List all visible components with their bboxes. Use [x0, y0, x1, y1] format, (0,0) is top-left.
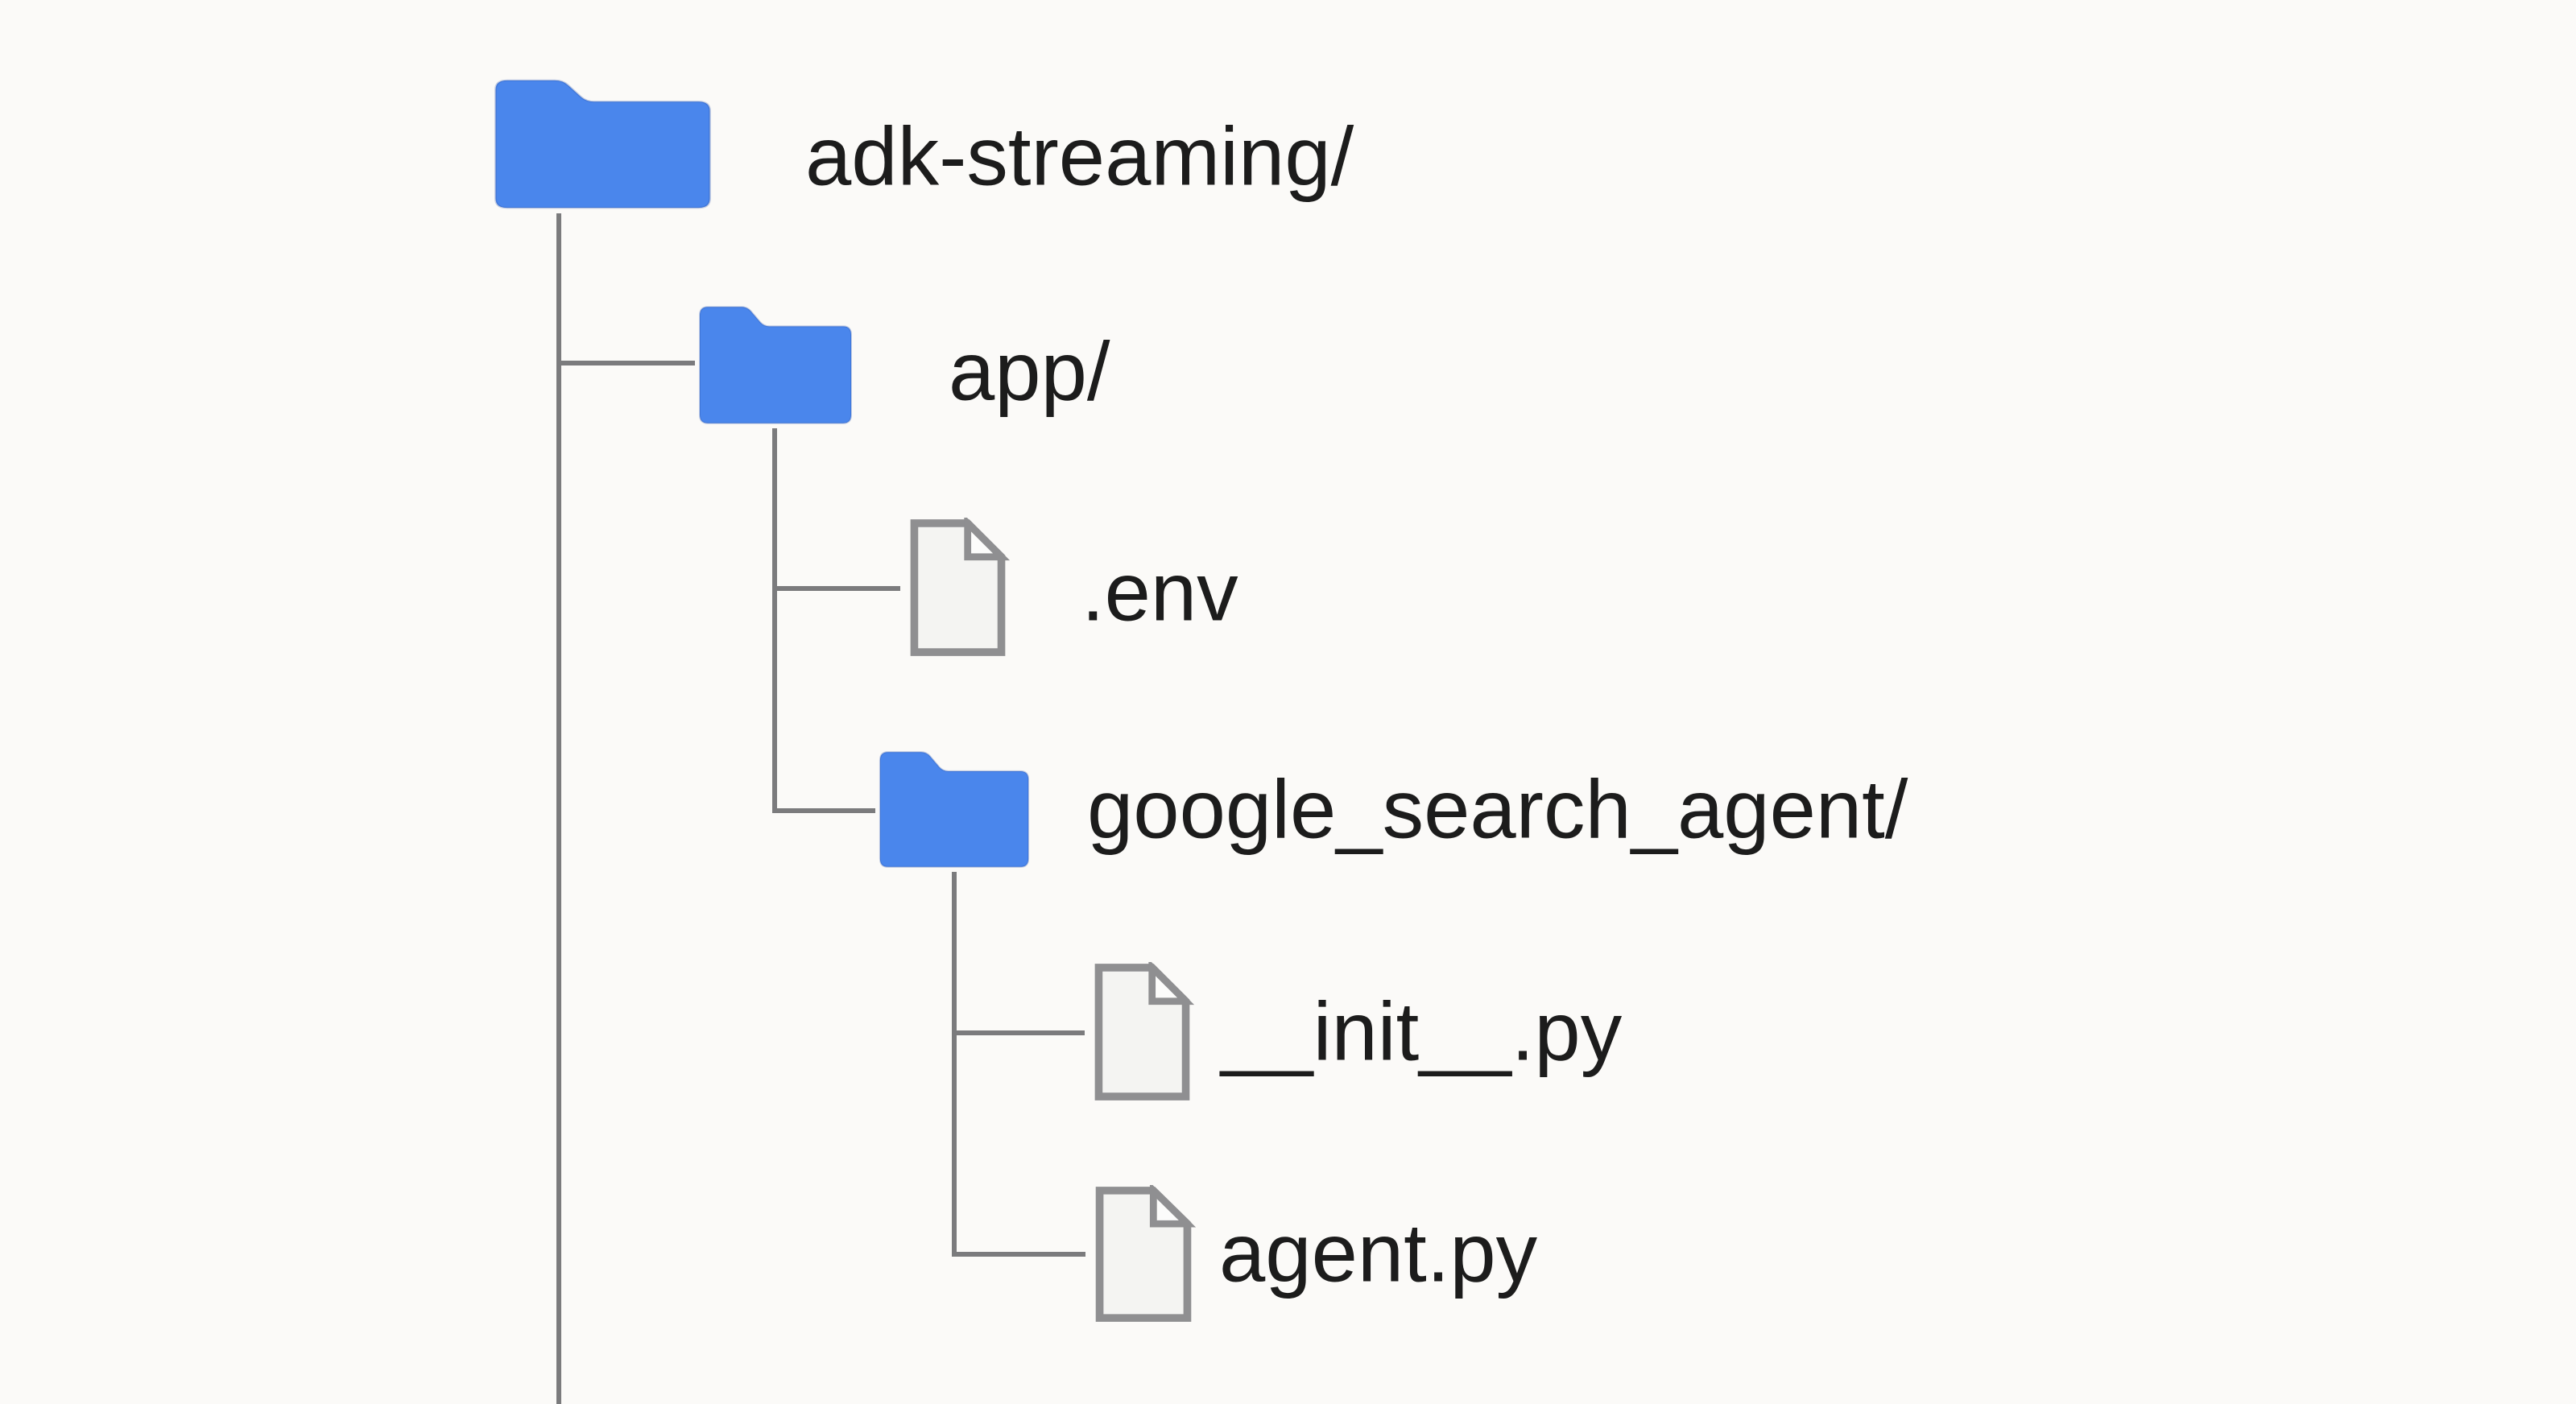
folder-icon	[494, 79, 711, 209]
connector-branch-app	[556, 361, 695, 365]
file-icon	[1094, 962, 1194, 1100]
connector-branch-agent	[952, 1252, 1085, 1257]
connector-trunk-app	[772, 428, 777, 813]
connector-trunk-gsa	[952, 872, 957, 1257]
tree-label-env: .env	[1081, 545, 1238, 638]
connector-branch-init	[952, 1030, 1085, 1035]
tree-label-app: app/	[949, 324, 1110, 418]
connector-branch-gsa	[772, 808, 875, 813]
tree-label-gsa: google_search_agent/	[1087, 762, 1908, 856]
folder-icon	[699, 306, 852, 424]
folder-icon	[879, 751, 1030, 868]
file-icon	[1095, 1185, 1196, 1322]
file-icon	[910, 518, 1010, 656]
connector-trunk-root	[556, 213, 561, 1404]
tree-label-agent: agent.py	[1219, 1206, 1538, 1299]
tree-label-init: __init__.py	[1221, 985, 1623, 1078]
tree-label-root: adk-streaming/	[805, 109, 1354, 203]
connector-branch-env	[772, 586, 900, 591]
